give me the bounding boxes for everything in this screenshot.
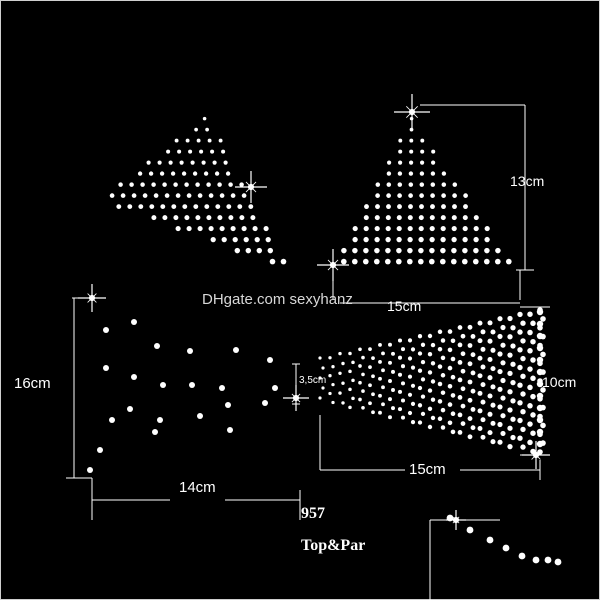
- product-type: Top&Par: [301, 537, 366, 554]
- front-width-label: 14cm: [179, 479, 216, 496]
- model-number: 957: [301, 505, 325, 522]
- back-width-label: 15cm: [409, 461, 446, 478]
- strap-height-label: 3,5cm: [299, 375, 327, 386]
- cup-width-label: 15cm: [387, 298, 422, 314]
- watermark-text: DHgate.com sexyhanz: [202, 291, 353, 308]
- sparkle-highlights: [78, 94, 550, 530]
- dimension-guides: [66, 104, 550, 600]
- back-height-label: 10cm: [542, 374, 577, 390]
- rhinestone-dots: [87, 116, 562, 566]
- cup-height-label: 13cm: [510, 173, 545, 189]
- front-height-label: 16cm: [14, 375, 51, 392]
